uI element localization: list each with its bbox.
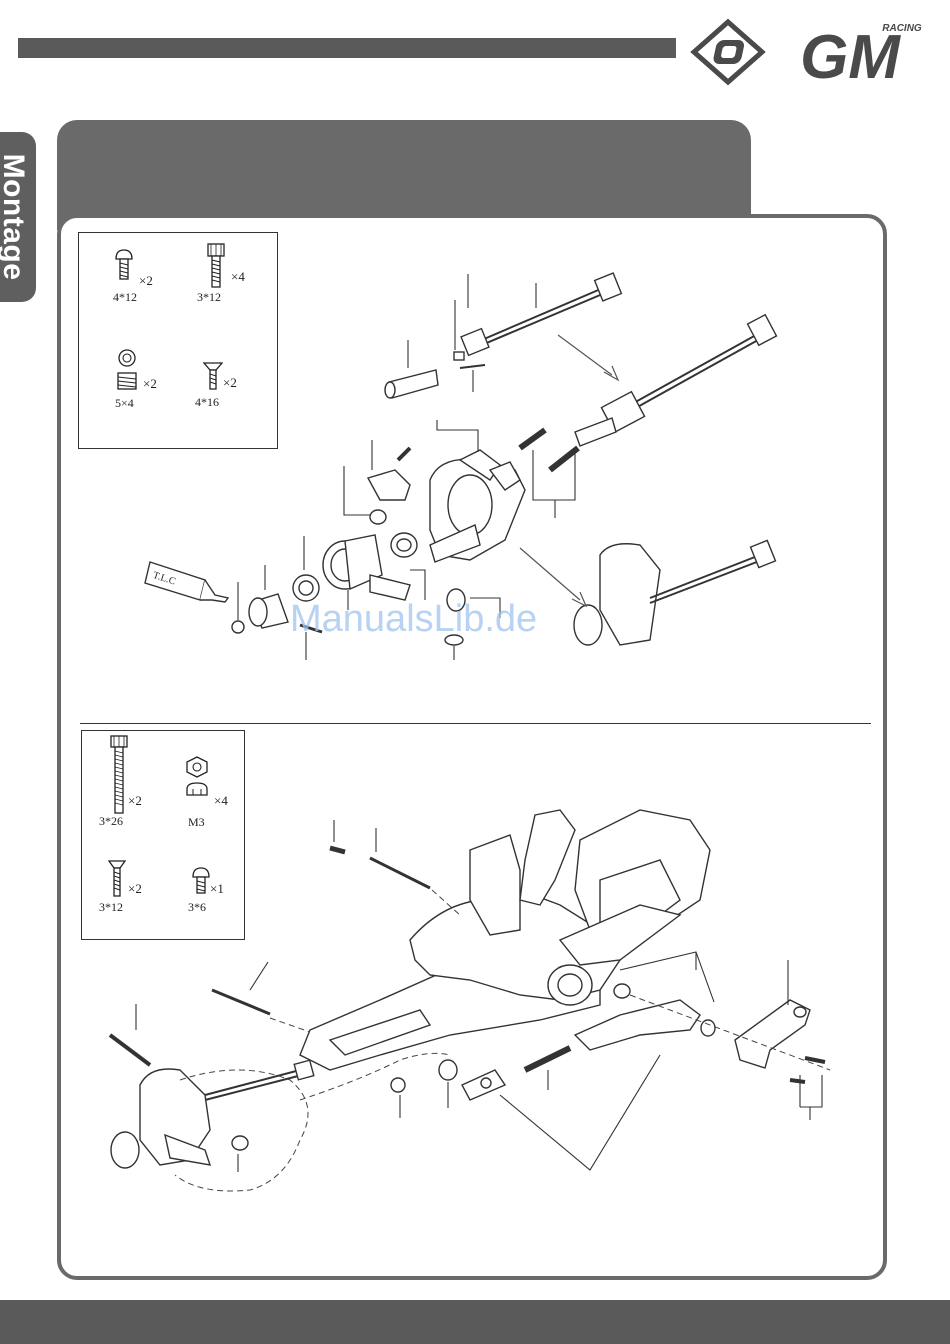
part-qty: ×2 — [128, 793, 142, 809]
part-size: 3*12 — [197, 290, 221, 305]
gm-racing-logo: GM RACING — [690, 18, 935, 86]
part-qty: ×1 — [210, 881, 224, 897]
parts-box-step1: ×2 4*12 ×4 3*12 ×2 5×4 ×2 4*16 — [78, 232, 278, 449]
part-size: 3*12 — [99, 900, 123, 915]
button-head-screw-icon — [113, 249, 135, 281]
countersunk-screw-icon — [108, 859, 126, 899]
set-screw-icon — [115, 349, 139, 391]
top-bar — [18, 38, 676, 58]
button-head-screw-icon — [190, 867, 212, 897]
side-tab-label: Montage — [0, 154, 30, 281]
part-size: 4*12 — [113, 290, 137, 305]
part-qty: ×2 — [223, 375, 237, 391]
watermark: ManualsLib.de — [290, 598, 537, 641]
part-qty: ×2 — [143, 376, 157, 392]
part-size: 3*6 — [188, 900, 206, 915]
bottom-bar — [0, 1300, 950, 1344]
parts-box-step2: ×2 3*26 ×4 M3 ×2 3*12 ×1 3*6 — [81, 730, 245, 940]
part-size: 5×4 — [115, 396, 134, 411]
part-qty: ×4 — [231, 269, 245, 285]
part-qty: ×2 — [128, 881, 142, 897]
side-tab: Montage — [0, 132, 36, 302]
cap-screw-icon — [205, 243, 227, 289]
countersunk-screw-icon — [203, 361, 223, 391]
logo-subtext: RACING — [882, 23, 922, 34]
part-size: 4*16 — [195, 395, 219, 410]
part-size: M3 — [188, 815, 205, 830]
lock-nut-icon — [184, 755, 210, 805]
long-cap-screw-icon — [108, 735, 130, 815]
part-qty: ×4 — [214, 793, 228, 809]
step-divider — [80, 723, 871, 724]
part-qty: ×2 — [139, 273, 153, 289]
part-size: 3*26 — [99, 814, 123, 829]
